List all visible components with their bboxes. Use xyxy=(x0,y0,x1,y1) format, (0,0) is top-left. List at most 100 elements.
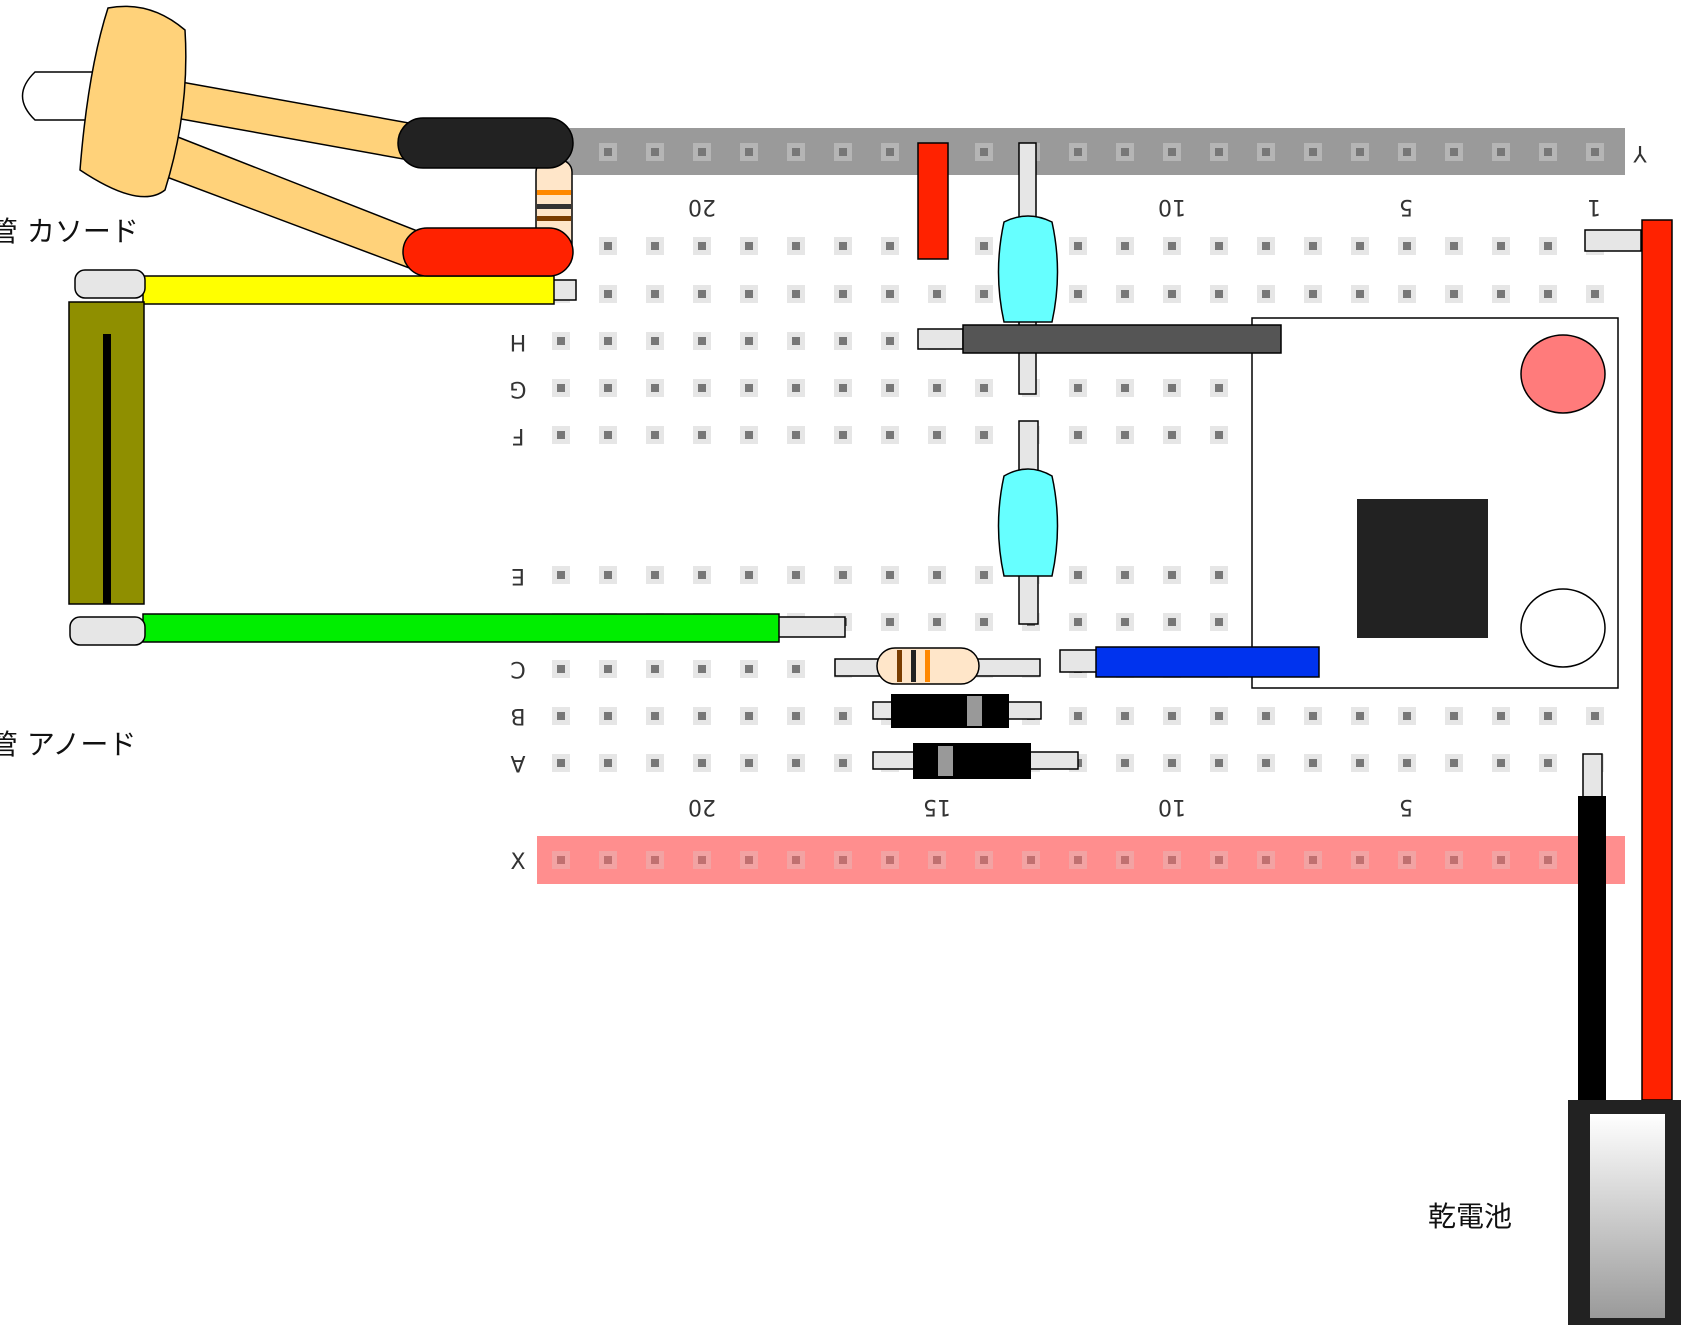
breadboard-hole-center xyxy=(1215,856,1223,864)
breadboard-hole-center xyxy=(1497,148,1505,156)
breadboard-hole-center xyxy=(792,431,800,439)
breadboard-hole-center xyxy=(745,571,753,579)
breadboard-hole-center xyxy=(651,856,659,864)
breadboard-hole-center xyxy=(933,290,941,298)
breadboard-hole-center xyxy=(651,665,659,673)
breadboard-hole-center xyxy=(792,712,800,720)
module-icon xyxy=(1251,317,1619,689)
breadboard-hole-center xyxy=(1403,148,1411,156)
breadboard-hole-center xyxy=(557,759,565,767)
breadboard-hole-center xyxy=(1450,290,1458,298)
breadboard-hole-center xyxy=(745,384,753,392)
row-letter-c: C xyxy=(510,656,525,681)
breadboard-hole-center xyxy=(745,337,753,345)
breadboard-hole-center xyxy=(698,571,706,579)
breadboard-hole-center xyxy=(698,148,706,156)
bottom-number: 15 xyxy=(923,794,951,819)
breadboard-hole-center xyxy=(1121,290,1129,298)
breadboard-hole-center xyxy=(604,148,612,156)
breadboard-hole-center xyxy=(792,665,800,673)
breadboard-hole-center xyxy=(698,665,706,673)
breadboard-hole-center xyxy=(1074,618,1082,626)
breadboard-hole-center xyxy=(1168,290,1176,298)
breadboard-hole-center xyxy=(651,148,659,156)
breadboard-hole-center xyxy=(745,148,753,156)
breadboard-hole-center xyxy=(1074,242,1082,250)
breadboard-hole-center xyxy=(1450,856,1458,864)
breadboard-hole-center xyxy=(745,242,753,250)
breadboard-hole-center xyxy=(557,571,565,579)
breadboard-hole-center xyxy=(886,337,894,345)
row-letter-e: E xyxy=(511,563,525,588)
breadboard-hole-center xyxy=(1309,148,1317,156)
breadboard-hole-center xyxy=(745,431,753,439)
breadboard-hole-center xyxy=(1591,712,1599,720)
breadboard-hole-center xyxy=(1168,712,1176,720)
breadboard-hole-center xyxy=(839,571,847,579)
breadboard-hole-center xyxy=(557,384,565,392)
diode-icon xyxy=(872,743,1079,779)
breadboard-hole-center xyxy=(839,290,847,298)
breadboard-hole-center xyxy=(792,384,800,392)
breadboard-hole-center xyxy=(1544,712,1552,720)
breadboard-hole-center xyxy=(839,148,847,156)
breadboard-hole-center xyxy=(933,571,941,579)
breadboard-hole-center xyxy=(1309,759,1317,767)
breadboard-hole-center xyxy=(1074,148,1082,156)
row-letter-g: G xyxy=(509,376,526,401)
breadboard-hole-center xyxy=(604,384,612,392)
breadboard-hole-center xyxy=(1027,856,1035,864)
breadboard-hole-center xyxy=(1403,712,1411,720)
breadboard-hole-center xyxy=(1450,759,1458,767)
breadboard-hole-center xyxy=(604,431,612,439)
cathode-label: 管 カソード xyxy=(0,215,139,248)
breadboard-hole-center xyxy=(1544,148,1552,156)
breadboard-hole-center xyxy=(745,759,753,767)
breadboard-hole-center xyxy=(980,384,988,392)
breadboard-hole-center xyxy=(886,571,894,579)
breadboard-hole-center xyxy=(1497,242,1505,250)
breadboard-hole-center xyxy=(604,571,612,579)
breadboard-hole-center xyxy=(1262,242,1270,250)
breadboard-hole-center xyxy=(792,856,800,864)
rail-label-top: Y xyxy=(1633,140,1648,165)
breadboard-hole-center xyxy=(1215,712,1223,720)
top-number: 10 xyxy=(1158,194,1186,219)
bottom-number: 20 xyxy=(688,794,716,819)
top-number: 1 xyxy=(1587,194,1601,219)
breadboard-hole-center xyxy=(745,290,753,298)
breadboard-hole-center xyxy=(1591,148,1599,156)
breadboard-hole-center xyxy=(1168,431,1176,439)
top-number: 5 xyxy=(1399,194,1413,219)
top-number: 20 xyxy=(688,194,716,219)
breadboard-hole-center xyxy=(1450,712,1458,720)
breadboard-hole-center xyxy=(1497,290,1505,298)
breadboard-hole-center xyxy=(1074,431,1082,439)
bottom-number: 5 xyxy=(1399,794,1413,819)
breadboard-hole-center xyxy=(886,618,894,626)
breadboard-hole-center xyxy=(1497,759,1505,767)
breadboard-hole-center xyxy=(651,712,659,720)
breadboard-hole-center xyxy=(933,384,941,392)
breadboard-hole-center xyxy=(1168,148,1176,156)
breadboard-hole-center xyxy=(1403,290,1411,298)
blue-jumper xyxy=(1059,646,1320,678)
breadboard-hole-center xyxy=(886,148,894,156)
breadboard-hole-center xyxy=(933,618,941,626)
breadboard-hole-center xyxy=(1215,242,1223,250)
breadboard-hole-center xyxy=(651,242,659,250)
breadboard-hole-center xyxy=(1450,148,1458,156)
breadboard-hole-center xyxy=(651,431,659,439)
breadboard-hole-center xyxy=(1121,384,1129,392)
green-wire xyxy=(142,613,846,643)
breadboard-hole-center xyxy=(557,665,565,673)
breadboard-hole-center xyxy=(1121,712,1129,720)
breadboard-hole-center xyxy=(698,337,706,345)
breadboard-hole-center xyxy=(792,337,800,345)
breadboard-hole-center xyxy=(1450,242,1458,250)
breadboard-hole-center xyxy=(1356,856,1364,864)
breadboard-hole-center xyxy=(1403,242,1411,250)
breadboard-hole-center xyxy=(792,242,800,250)
breadboard-hole-center xyxy=(980,431,988,439)
